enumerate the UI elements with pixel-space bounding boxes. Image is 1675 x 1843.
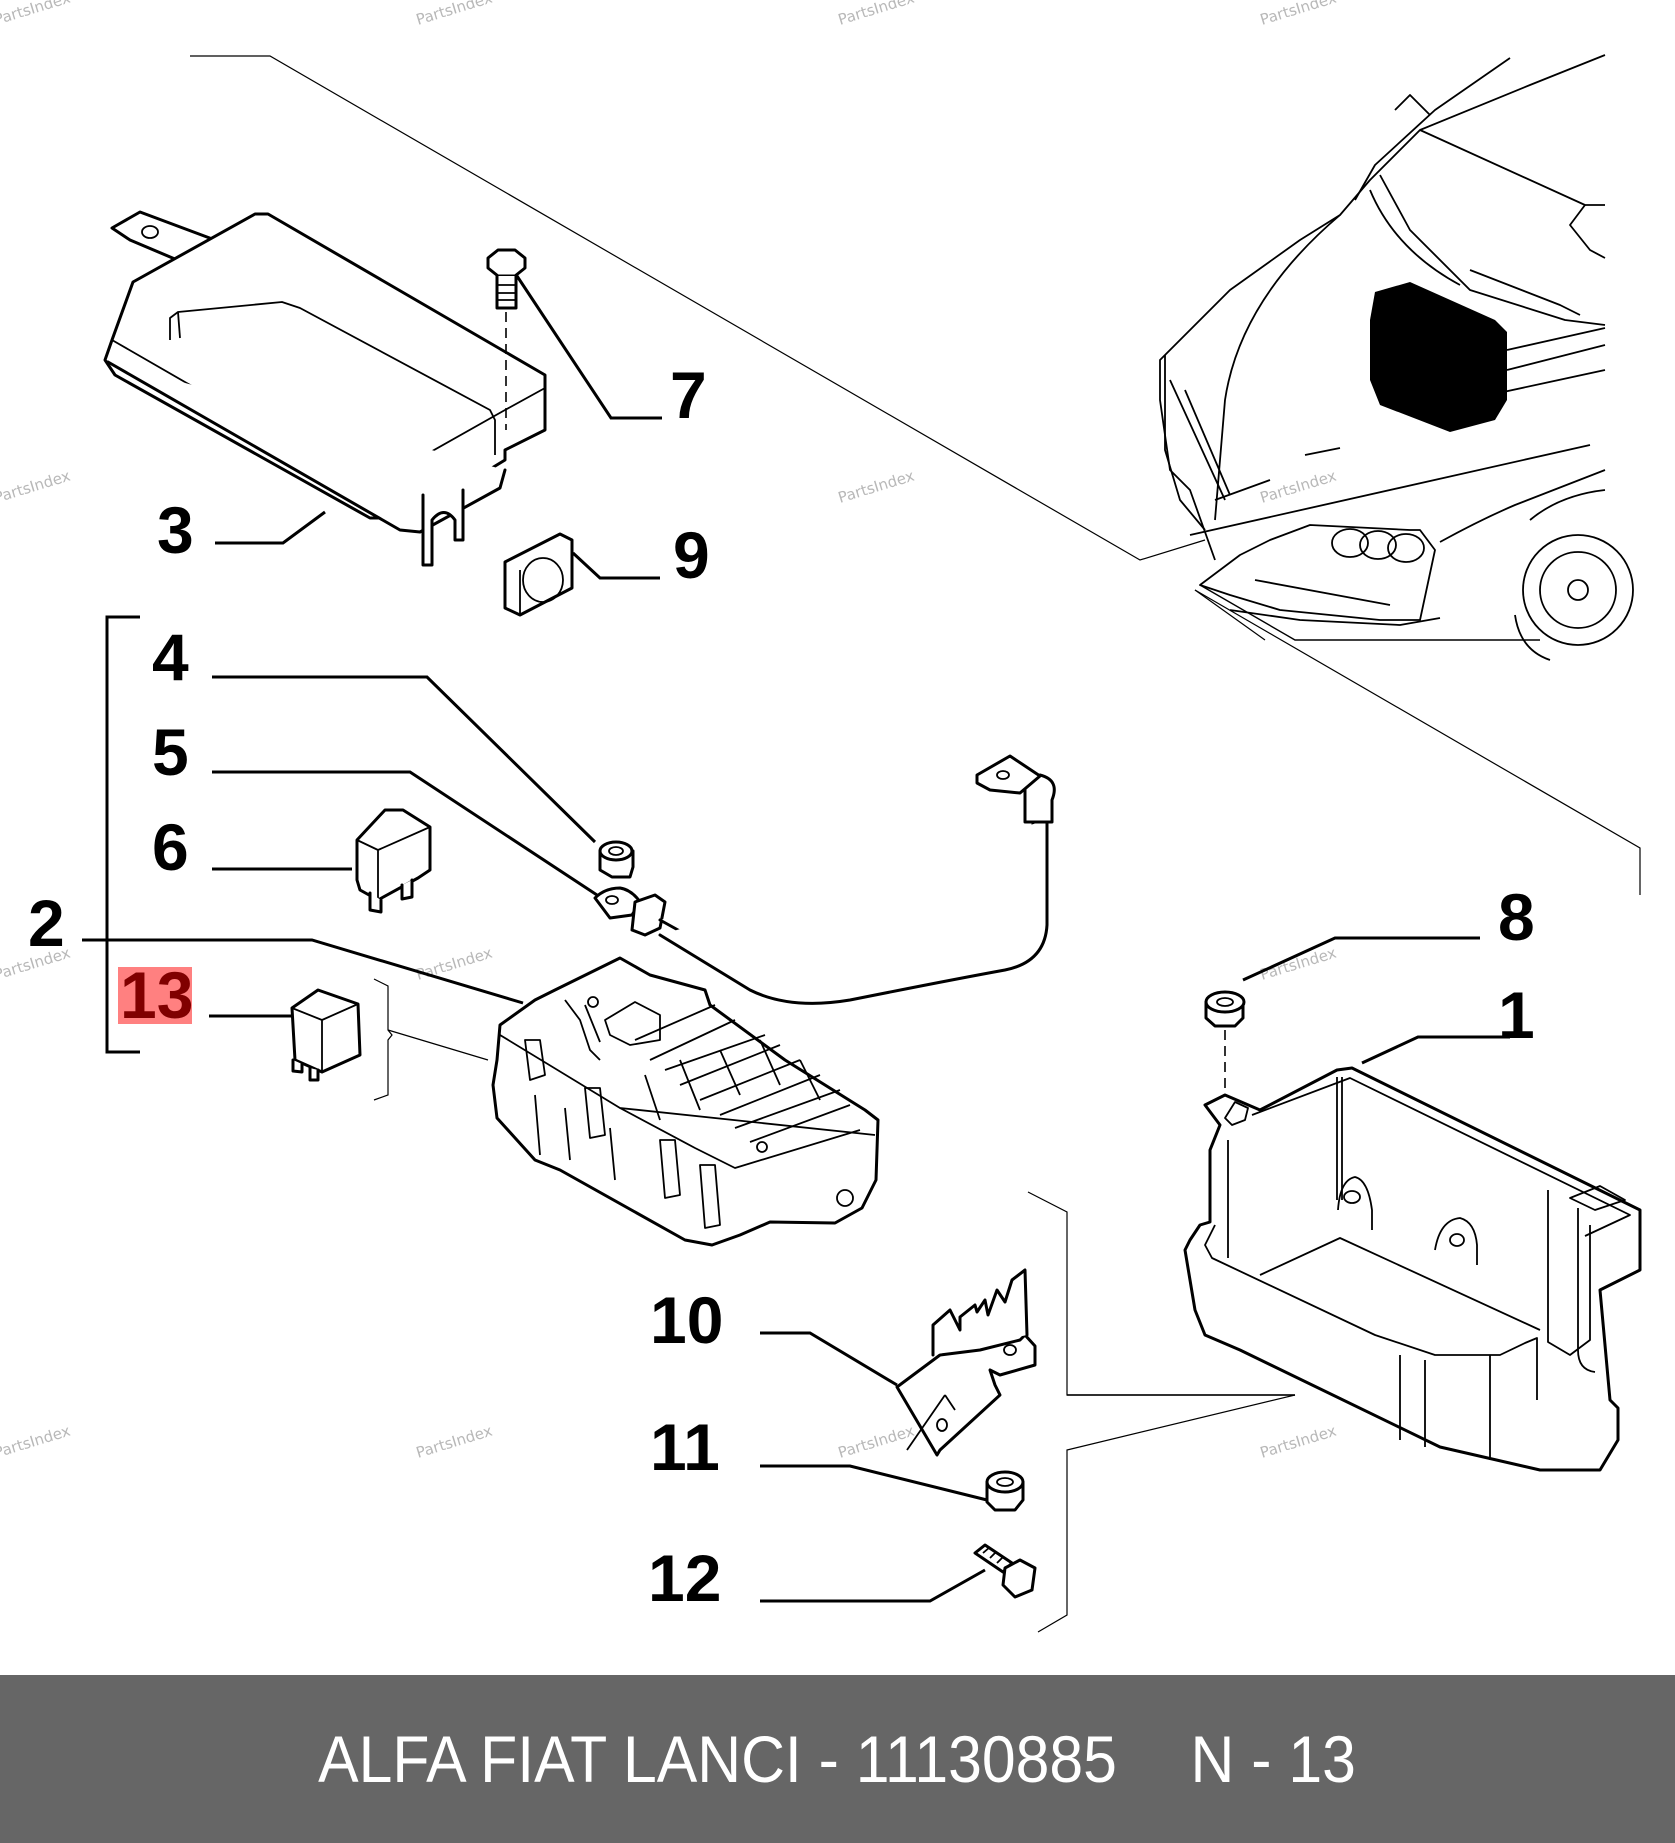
leader-10	[760, 1331, 898, 1387]
leader-11	[760, 1464, 988, 1502]
part-6-relay	[355, 808, 432, 914]
leader-4	[212, 675, 597, 844]
leader-8	[1242, 936, 1480, 982]
watermark: PartsIndex	[0, 467, 73, 507]
part-10-bracket	[895, 1268, 1037, 1457]
callout-13[interactable]: 13	[120, 958, 193, 1032]
callout-7[interactable]: 7	[670, 358, 707, 432]
location-guide-line	[1194, 589, 1641, 895]
watermark: PartsIndex	[836, 1422, 917, 1462]
callout-9[interactable]: 9	[673, 518, 710, 592]
watermark: PartsIndex	[414, 0, 495, 29]
part-4-nut	[598, 840, 635, 879]
watermark: PartsIndex	[836, 467, 917, 507]
part-1-battery-tray	[1183, 1066, 1642, 1472]
part-5-ground-cable	[593, 754, 1056, 1005]
callout-3[interactable]: 3	[157, 493, 194, 567]
part-number[interactable]: 11130885	[856, 1722, 1118, 1796]
part-8-nut	[1204, 990, 1246, 1100]
callout-13-highlight	[118, 967, 192, 1024]
callout-10[interactable]: 10	[650, 1283, 723, 1357]
leader-2	[82, 938, 524, 1005]
leader-9	[571, 551, 660, 580]
sub-bracket-leader	[387, 1029, 489, 1061]
callout-8[interactable]: 8	[1498, 880, 1535, 954]
watermark: PartsIndex	[1258, 944, 1339, 984]
callout-6[interactable]: 6	[152, 810, 189, 884]
watermark: PartsIndex	[1258, 1422, 1339, 1462]
part-reference-bar: ALFA FIAT LANCI - 11130885 N - 13	[0, 1675, 1675, 1843]
part-7-bolt	[486, 248, 527, 430]
watermark: PartsIndex	[1258, 0, 1339, 29]
separator: -	[819, 1722, 840, 1796]
watermark: PartsIndex	[0, 0, 73, 29]
leader-1	[1361, 1035, 1510, 1065]
watermark: PartsIndex	[0, 1422, 73, 1462]
location-guide-line	[190, 55, 1206, 561]
group-bracket	[105, 615, 140, 1054]
watermark: PartsIndex	[414, 1422, 495, 1462]
part-13-relay	[290, 988, 362, 1082]
fuse-box-location-marker	[1370, 282, 1507, 432]
part-2-fuse-box	[491, 956, 880, 1247]
callout-4[interactable]: 4	[152, 620, 189, 694]
group-bracket-right	[1037, 1394, 1296, 1633]
watermark: PartsIndex	[1258, 467, 1339, 507]
watermark-layer: PartsIndex PartsIndex PartsIndex PartsIn…	[0, 0, 1339, 1462]
part-11-nut	[985, 1470, 1025, 1512]
callout-11[interactable]: 11	[650, 1410, 720, 1484]
leader-3	[215, 510, 326, 545]
part-9-clip-nut	[503, 532, 574, 617]
sub-bracket	[373, 978, 393, 1101]
position-label: N - 13	[1191, 1722, 1357, 1796]
callout-5[interactable]: 5	[152, 715, 189, 789]
callout-1[interactable]: 1	[1498, 978, 1535, 1052]
part-3-fuse-box-cover	[103, 210, 547, 567]
vehicle-location-illustration	[1159, 54, 1634, 661]
callout-2[interactable]: 2	[28, 886, 65, 960]
brand-label: ALFA FIAT LANCI	[318, 1722, 803, 1796]
watermark: PartsIndex	[836, 0, 917, 29]
part-12-bolt	[973, 1543, 1037, 1599]
watermark: PartsIndex	[414, 944, 495, 984]
part-reference-text: ALFA FIAT LANCI - 11130885 N - 13	[319, 1721, 1357, 1797]
leader-7	[515, 275, 662, 420]
callout-12[interactable]: 12	[648, 1541, 721, 1615]
leader-12	[760, 1568, 986, 1603]
parts-diagram: PartsIndex PartsIndex PartsIndex PartsIn…	[0, 0, 1642, 1633]
leader-5	[212, 770, 598, 897]
